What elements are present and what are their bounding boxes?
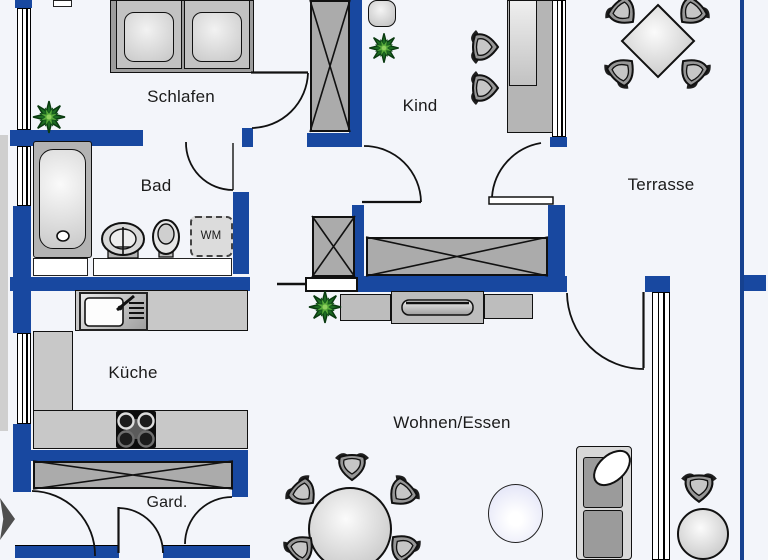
floor-ball xyxy=(488,484,543,543)
window-mullion xyxy=(663,293,665,559)
sofa-cushion-top xyxy=(583,457,623,508)
dining-table xyxy=(308,487,392,560)
wall-kind-window-corner xyxy=(550,137,567,147)
dining-chairs xyxy=(278,452,426,560)
plant-schlafen xyxy=(32,100,66,134)
toilet xyxy=(152,219,180,258)
plant-wohnen xyxy=(308,290,342,324)
terrasse-diamond-table xyxy=(620,3,696,79)
bed-mattress-left-inner xyxy=(124,12,174,62)
desk-kind-inner xyxy=(509,0,537,86)
door-kind-terrasse xyxy=(491,142,542,198)
terrasse-diamond-chairs xyxy=(599,0,716,94)
kitchen-counter-bottom xyxy=(33,410,248,449)
window-kind-east xyxy=(552,0,566,137)
door-schlafen xyxy=(251,72,309,129)
wall-south-right xyxy=(163,545,250,558)
door-bad xyxy=(185,141,234,191)
window-mullion xyxy=(21,147,23,205)
room-label-kueche: Küche xyxy=(108,363,158,382)
tv-lowboard xyxy=(391,291,484,324)
sideboard-left xyxy=(340,294,391,321)
closet-garderobe xyxy=(33,461,233,489)
room-label-kind: Kind xyxy=(402,96,438,115)
window-bad-west xyxy=(17,146,31,206)
wall-wohnen-north xyxy=(358,276,567,292)
room-label-terrasse: Terrasse xyxy=(627,175,695,194)
terrasse-round-table xyxy=(677,508,729,560)
wardrobe-kind xyxy=(366,237,548,276)
desk-chairs xyxy=(470,29,499,106)
window-wohnen-east xyxy=(652,292,670,560)
window-mullion xyxy=(561,1,563,136)
window-mullion xyxy=(26,9,28,129)
bad-ledge-right xyxy=(93,258,232,276)
window-mullion xyxy=(21,334,23,423)
bad-ledge-left xyxy=(33,258,88,276)
wall-west-lower xyxy=(13,424,31,492)
washing-machine xyxy=(190,216,233,257)
door-wohnen-terrasse xyxy=(566,292,645,370)
window-schlafen-west xyxy=(17,8,31,130)
room-label-garderobe: Gard. xyxy=(146,494,188,511)
wall-west-top-stub xyxy=(15,0,32,8)
window-sill-top xyxy=(53,0,72,7)
window-mullion xyxy=(21,9,23,129)
terrasse-lower-chair xyxy=(680,472,718,503)
door-gard-south xyxy=(118,507,164,554)
wall-terrasse-notch xyxy=(744,275,766,291)
wall-gard-east xyxy=(232,461,248,497)
room-label-bad: Bad xyxy=(140,176,172,195)
door-kind xyxy=(363,145,422,203)
entrance-arrow-icon xyxy=(0,498,15,540)
washing-machine-label: WM xyxy=(200,230,222,242)
wall-kueche-north xyxy=(10,277,250,291)
bed-mattress-right-inner xyxy=(192,12,242,62)
wall-west-mid xyxy=(13,206,31,333)
wall-wohnen-north-east-block xyxy=(645,276,670,292)
wall-kind-east-stub xyxy=(548,205,565,276)
door-gard-east xyxy=(184,496,233,545)
wall-bad-east xyxy=(233,192,249,274)
wall-kind-closet-base xyxy=(307,133,362,147)
stool-kind xyxy=(368,0,396,27)
room-label-wohnen-essen: Wohnen/Essen xyxy=(393,413,511,432)
sideboard-right xyxy=(484,294,533,319)
window-mullion xyxy=(26,147,28,205)
wall-gard-north xyxy=(30,450,248,461)
wall-hall-schlafen-stub xyxy=(242,128,253,147)
bathtub-inner xyxy=(39,149,86,249)
terrasse-boundary-line xyxy=(740,0,744,560)
closet-hall-lower xyxy=(312,216,355,277)
kitchen-sink-unit xyxy=(79,292,148,331)
exterior-shadow xyxy=(0,135,8,431)
window-kueche-west xyxy=(17,333,31,424)
wall-kind-west-upper xyxy=(349,0,362,143)
plant-kind xyxy=(368,32,400,64)
room-label-schlafen: Schlafen xyxy=(147,87,215,106)
window-mullion xyxy=(26,334,28,423)
sliding-door-panel xyxy=(305,277,358,292)
washbasin xyxy=(101,222,145,259)
closet-hall-upper xyxy=(310,0,350,132)
window-mullion xyxy=(657,293,659,559)
window-mullion xyxy=(556,1,558,136)
sofa-cushion-bottom xyxy=(583,510,623,558)
wall-south-left xyxy=(15,545,119,558)
